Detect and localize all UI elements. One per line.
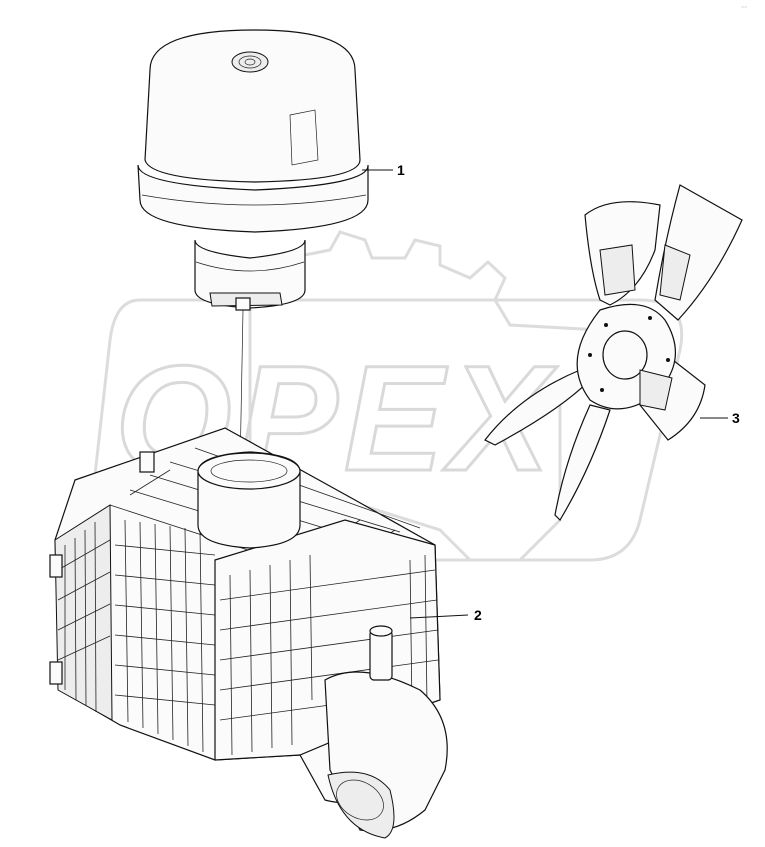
callout-2-label: 2: [474, 607, 482, 623]
air-filter-housing: [49, 427, 448, 839]
callout-1-label: 1: [397, 162, 405, 178]
cooling-fan: [484, 184, 743, 521]
callout-2-leader: [409, 614, 469, 619]
precleaner-cap: [137, 29, 369, 311]
fan-blade-bottom: [554, 404, 611, 521]
corner-mark: ⁻⁻: [741, 6, 747, 12]
callout-3-label: 3: [732, 410, 740, 426]
